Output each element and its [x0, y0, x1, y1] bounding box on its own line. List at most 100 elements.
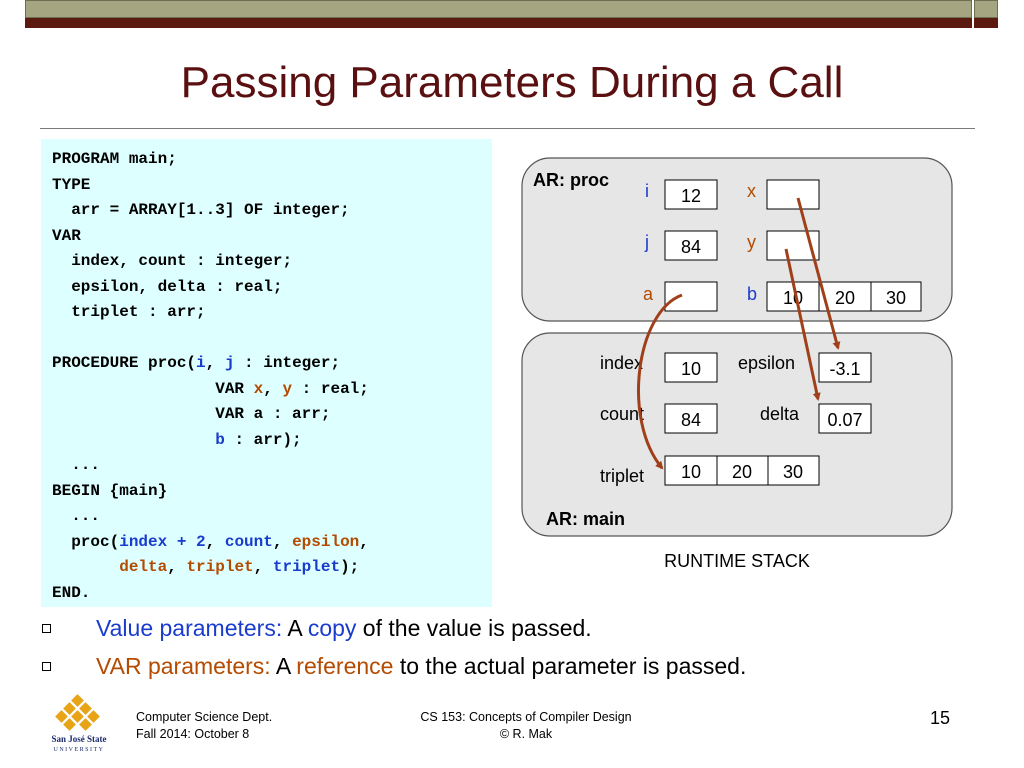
- label-epsilon: epsilon: [738, 353, 795, 373]
- value-triplet-0: 10: [681, 462, 701, 482]
- code-token: ,: [253, 558, 273, 576]
- bullet-token: to the actual parameter is passed.: [393, 653, 747, 679]
- footer-left: Computer Science Dept. Fall 2014: Octobe…: [136, 709, 272, 743]
- code-token: VAR a : arr;: [52, 405, 331, 423]
- code-token: y: [282, 379, 293, 398]
- value-b-1: 20: [835, 288, 855, 308]
- top-bar-square-olive: [974, 0, 998, 18]
- code-token: delta: [119, 558, 168, 576]
- code-token: index + 2: [119, 532, 206, 551]
- code-token: epsilon: [292, 532, 360, 551]
- label-b: b: [747, 284, 757, 304]
- code-line: VAR a : arr;: [52, 402, 492, 428]
- arrow-y-to-delta: [784, 248, 821, 401]
- bullet-token: Value parameters:: [96, 615, 283, 641]
- code-line: END.: [52, 581, 492, 607]
- label-count: count: [600, 404, 644, 424]
- footer-author: © R. Mak: [499, 727, 553, 741]
- code-token: b: [215, 430, 225, 449]
- bullet-text: VAR parameters: A reference to the actua…: [96, 653, 746, 680]
- cell-triplet-0: [664, 455, 718, 486]
- cell-j: [664, 230, 718, 261]
- bullet-token: A: [270, 653, 297, 679]
- cell-delta: [818, 403, 872, 434]
- ar-proc-label: AR: proc: [533, 170, 609, 190]
- code-token: : arr);: [224, 430, 302, 449]
- code-token: triplet: [272, 558, 341, 576]
- value-b-0: 10: [783, 288, 803, 308]
- code-token: VAR: [52, 226, 81, 245]
- title-divider: [40, 128, 975, 129]
- bullet-token: copy: [307, 615, 357, 641]
- bullet-token: VAR parameters:: [96, 653, 271, 679]
- footer-course: CS 153: Concepts of Compiler Design: [420, 710, 632, 724]
- code-token: proc(: [52, 532, 120, 551]
- code-token: : real;: [292, 379, 369, 398]
- cell-count: [664, 403, 718, 434]
- code-line: arr = ARRAY[1..3] OF integer;: [52, 198, 492, 224]
- cell-a: [664, 281, 718, 312]
- code-line: PROGRAM main;: [52, 147, 492, 173]
- square-bullet-icon: [42, 662, 51, 671]
- footer-date: Fall 2014: October 8: [136, 727, 250, 741]
- code-token: BEGIN {main}: [52, 481, 168, 500]
- cell-epsilon: [818, 352, 872, 383]
- code-token: arr = ARRAY[1..3] OF integer;: [52, 201, 350, 219]
- code-line: ...: [52, 504, 492, 530]
- bullet-token: A: [282, 615, 308, 641]
- code-token: ,: [205, 354, 225, 372]
- label-delta: delta: [760, 404, 800, 424]
- cell-triplet-2: [767, 455, 820, 486]
- code-token: PROCEDURE proc(: [52, 354, 197, 372]
- code-line: b : arr);: [52, 428, 492, 454]
- code-token: ,: [359, 532, 369, 551]
- value-epsilon: -3.1: [829, 359, 860, 379]
- cell-x: [766, 179, 820, 210]
- label-a: a: [643, 284, 654, 304]
- value-count: 84: [681, 410, 701, 430]
- sjsu-logo: San José State UNIVERSITY: [51, 694, 107, 753]
- footer-dept: Computer Science Dept.: [136, 710, 273, 724]
- code-token: PROGRAM main;: [52, 150, 177, 168]
- label-i: i: [645, 181, 649, 201]
- label-x: x: [747, 181, 756, 201]
- logo-line2: UNIVERSITY: [54, 747, 105, 753]
- arrow-x-to-epsilon: [796, 197, 841, 350]
- code-line: TYPE: [52, 173, 492, 199]
- code-token: TYPE: [52, 175, 91, 194]
- code-line: VAR: [52, 224, 492, 250]
- top-bar-dark: [25, 18, 972, 28]
- bullet-token: of the value is passed.: [356, 615, 592, 641]
- top-bar-olive: [25, 0, 972, 18]
- value-triplet-1: 20: [732, 462, 752, 482]
- ar-proc-box: [521, 157, 953, 322]
- top-bar-square-dark: [974, 18, 998, 28]
- code-token: x: [253, 379, 264, 398]
- code-token: ...: [52, 507, 101, 525]
- code-line: index, count : integer;: [52, 249, 492, 275]
- code-token: i: [196, 354, 206, 372]
- cell-index: [664, 352, 718, 383]
- code-line: BEGIN {main}: [52, 479, 492, 505]
- code-line: delta, triplet, triplet);: [52, 555, 492, 581]
- value-delta: 0.07: [827, 410, 862, 430]
- value-triplet-2: 30: [783, 462, 803, 482]
- code-listing: PROGRAM main; TYPE arr = ARRAY[1..3] OF i…: [41, 139, 492, 607]
- code-token: count: [224, 532, 273, 551]
- arrow-a-to-triplet: [637, 293, 683, 470]
- code-line: triplet : arr;: [52, 300, 492, 326]
- value-b-2: 30: [886, 288, 906, 308]
- code-token: ,: [205, 532, 225, 551]
- code-line: VAR x, y : real;: [52, 377, 492, 403]
- code-token: ,: [263, 379, 283, 398]
- code-token: epsilon, delta : real;: [52, 277, 283, 296]
- value-j: 84: [681, 237, 701, 257]
- footer-center: CS 153: Concepts of Compiler Design © R.…: [380, 709, 672, 743]
- code-token: triplet : arr;: [52, 303, 206, 321]
- code-token: index, count : integer;: [52, 252, 293, 270]
- code-token: ,: [272, 532, 293, 551]
- code-token: : integer;: [234, 354, 341, 372]
- code-token: END.: [52, 583, 91, 602]
- code-line: proc(index + 2, count, epsilon,: [52, 530, 492, 556]
